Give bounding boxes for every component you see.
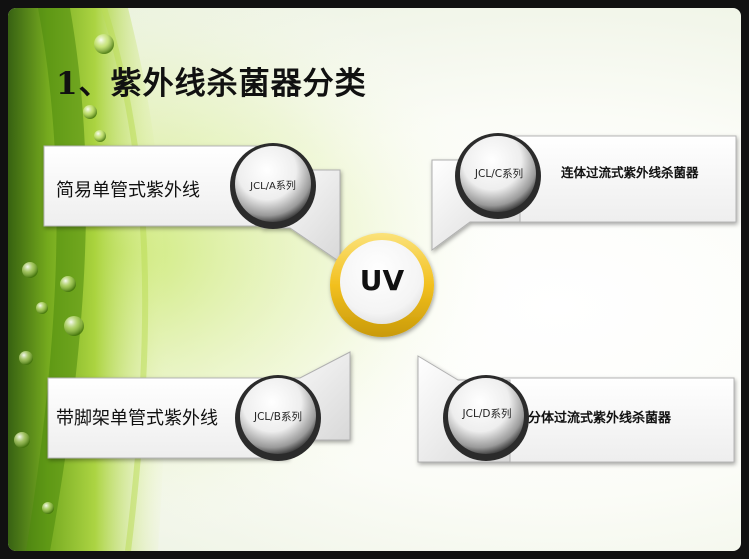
category-a-name: 简易单管式紫外线: [56, 180, 200, 201]
category-b-name: 带脚架单管式紫外线: [56, 408, 218, 429]
category-b-code: JCL/B系列: [253, 411, 303, 423]
ball-b: [235, 375, 321, 461]
uv-center: [330, 233, 434, 337]
slide-title: 1、紫外线杀菌器分类: [56, 66, 367, 102]
ball-c: [455, 133, 541, 219]
ball-a: [230, 143, 316, 229]
uv-label: UV: [359, 264, 405, 297]
category-a-code: JCL/A系列: [250, 181, 296, 192]
category-d-name: 分体过流式紫外线杀菌器: [528, 411, 672, 426]
category-d-code: JCL/D系列: [462, 408, 512, 420]
category-c-code: JCL/C系列: [474, 168, 524, 180]
ball-d: [443, 375, 529, 461]
category-c-name: 连体过流式紫外线杀菌器: [561, 165, 699, 180]
